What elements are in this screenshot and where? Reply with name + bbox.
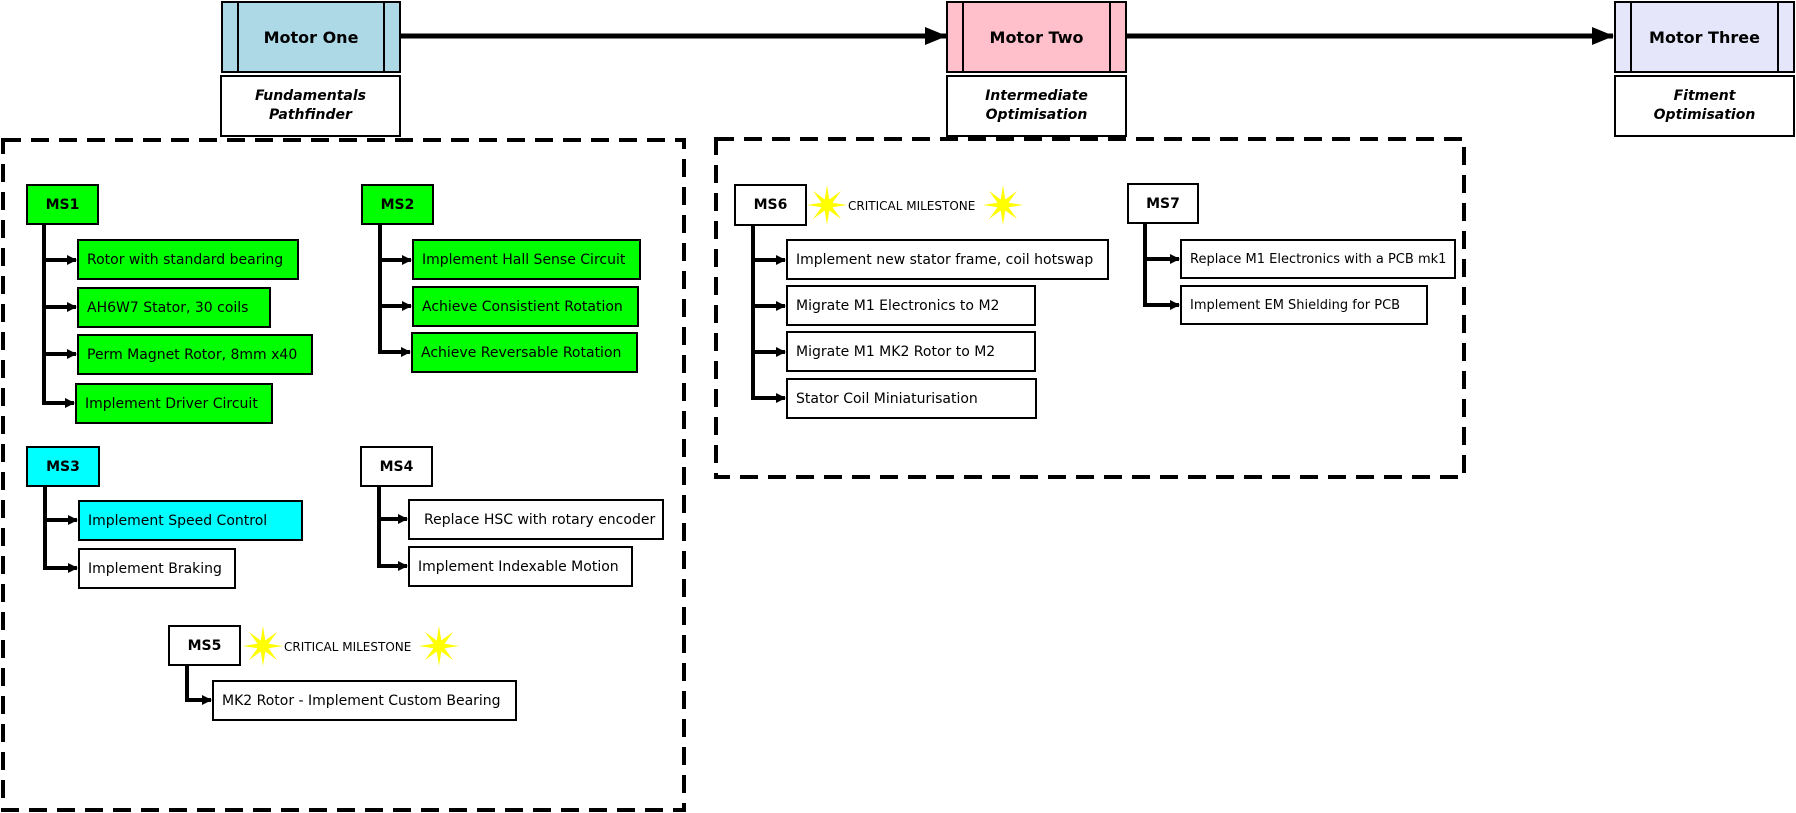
task-ms1-3-label: Perm Magnet Rotor, 8mm x40	[87, 346, 298, 363]
task-ms4-1-label: Replace HSC with rotary encoder	[424, 511, 656, 528]
motor-three-phase-line2: Optimisation	[1653, 107, 1756, 123]
task-ms3-1: Implement Speed Control	[78, 500, 303, 541]
task-ms4-2: Implement Indexable Motion	[408, 546, 633, 587]
critical-milestone-label-ms5: CRITICAL MILESTONE	[284, 637, 411, 657]
task-ms1-4-label: Implement Driver Circuit	[85, 395, 258, 412]
task-ms2-2-label: Achieve Consistient Rotation	[422, 298, 623, 315]
motor-three-phase-line1: Fitment	[1673, 88, 1736, 104]
task-ms6-1: Implement new stator frame, coil hotswap	[786, 239, 1109, 280]
task-ms1-4: Implement Driver Circuit	[75, 383, 273, 424]
milestone-ms2-label: MS2	[380, 196, 415, 213]
star-icon	[807, 185, 847, 225]
motor-two-phase-line1: Intermediate	[985, 88, 1088, 104]
milestone-ms6-label: MS6	[753, 197, 788, 213]
connectors-ms1	[42, 225, 77, 408]
task-ms1-1: Rotor with standard bearing	[77, 239, 299, 280]
motor-one-box: Motor One	[221, 1, 401, 73]
task-ms4-2-label: Implement Indexable Motion	[418, 558, 619, 575]
motor-two-label: Motor Two	[989, 27, 1084, 47]
connectors-ms5	[185, 666, 212, 705]
milestone-ms7-label: MS7	[1146, 195, 1180, 212]
motor-two-box: Motor Two	[946, 1, 1127, 73]
task-ms6-2-label: Migrate M1 Electronics to M2	[796, 297, 1000, 314]
milestone-ms5: MS5	[168, 625, 241, 666]
task-ms3-2-label: Implement Braking	[88, 560, 222, 577]
task-ms7-1-label: Replace M1 Electronics with a PCB mk1	[1190, 251, 1447, 267]
milestone-ms2: MS2	[361, 184, 434, 225]
task-ms1-2: AH6W7 Stator, 30 coils	[77, 287, 271, 328]
task-ms7-2-label: Implement EM Shielding for PCB	[1190, 297, 1401, 313]
task-ms2-3-label: Achieve Reversable Rotation	[421, 344, 622, 361]
task-ms5-1-label: MK2 Rotor - Implement Custom Bearing	[222, 692, 501, 709]
task-ms3-1-label: Implement Speed Control	[88, 512, 268, 529]
motor-one-label: Motor One	[263, 27, 359, 47]
star-icon	[983, 185, 1023, 225]
task-ms2-1-label: Implement Hall Sense Circuit	[422, 251, 626, 268]
motor-three-label: Motor Three	[1649, 27, 1760, 47]
task-ms2-3: Achieve Reversable Rotation	[411, 332, 638, 373]
motor-three-box: Motor Three	[1614, 1, 1795, 73]
connectors-ms4	[377, 487, 408, 571]
star-icon	[243, 626, 283, 666]
star-icon	[419, 626, 459, 666]
connectors-ms7	[1143, 224, 1180, 310]
task-ms3-2: Implement Braking	[78, 548, 236, 589]
connectors-ms2	[378, 225, 412, 357]
task-ms1-2-label: AH6W7 Stator, 30 coils	[87, 299, 249, 316]
group-frame-motor-one	[1, 138, 686, 812]
milestone-ms1: MS1	[26, 184, 99, 225]
task-ms6-1-label: Implement new stator frame, coil hotswap	[796, 251, 1094, 268]
connectors-ms6	[751, 226, 786, 403]
task-ms5-1: MK2 Rotor - Implement Custom Bearing	[212, 680, 517, 721]
group-frame-motor-two	[714, 137, 1466, 479]
task-ms2-2: Achieve Consistient Rotation	[412, 286, 639, 327]
task-ms6-3-label: Migrate M1 MK2 Rotor to M2	[796, 343, 996, 360]
motor-one-phase-line2: Pathfinder	[269, 107, 352, 123]
milestone-ms6: MS6	[734, 184, 807, 226]
task-ms4-1: Replace HSC with rotary encoder	[408, 499, 664, 540]
milestone-ms5-label: MS5	[187, 637, 222, 654]
critical-milestone-text: CRITICAL MILESTONE	[848, 199, 976, 213]
task-ms6-2: Migrate M1 Electronics to M2	[786, 285, 1036, 326]
motor-one-phase-line1: Fundamentals	[255, 88, 366, 104]
critical-milestone-text: CRITICAL MILESTONE	[284, 640, 412, 654]
milestone-ms1-label: MS1	[45, 196, 80, 213]
task-ms1-1-label: Rotor with standard bearing	[87, 251, 284, 268]
milestone-ms3-label: MS3	[46, 458, 80, 475]
task-ms2-1: Implement Hall Sense Circuit	[412, 239, 641, 280]
task-ms6-3: Migrate M1 MK2 Rotor to M2	[786, 331, 1036, 372]
milestone-ms4: MS4	[360, 446, 433, 487]
task-ms1-3: Perm Magnet Rotor, 8mm x40	[77, 334, 313, 375]
task-ms6-4-label: Stator Coil Miniaturisation	[796, 390, 978, 407]
milestone-ms4-label: MS4	[379, 458, 414, 475]
critical-milestone-label-ms6: CRITICAL MILESTONE	[848, 196, 975, 216]
milestone-ms3: MS3	[26, 446, 100, 487]
milestone-ms7: MS7	[1127, 183, 1199, 224]
motor-two-phase-line2: Optimisation	[985, 107, 1088, 123]
connectors-ms3	[43, 487, 78, 573]
task-ms6-4: Stator Coil Miniaturisation	[786, 378, 1037, 419]
task-ms7-2: Implement EM Shielding for PCB	[1180, 285, 1428, 325]
task-ms7-1: Replace M1 Electronics with a PCB mk1	[1180, 239, 1456, 279]
